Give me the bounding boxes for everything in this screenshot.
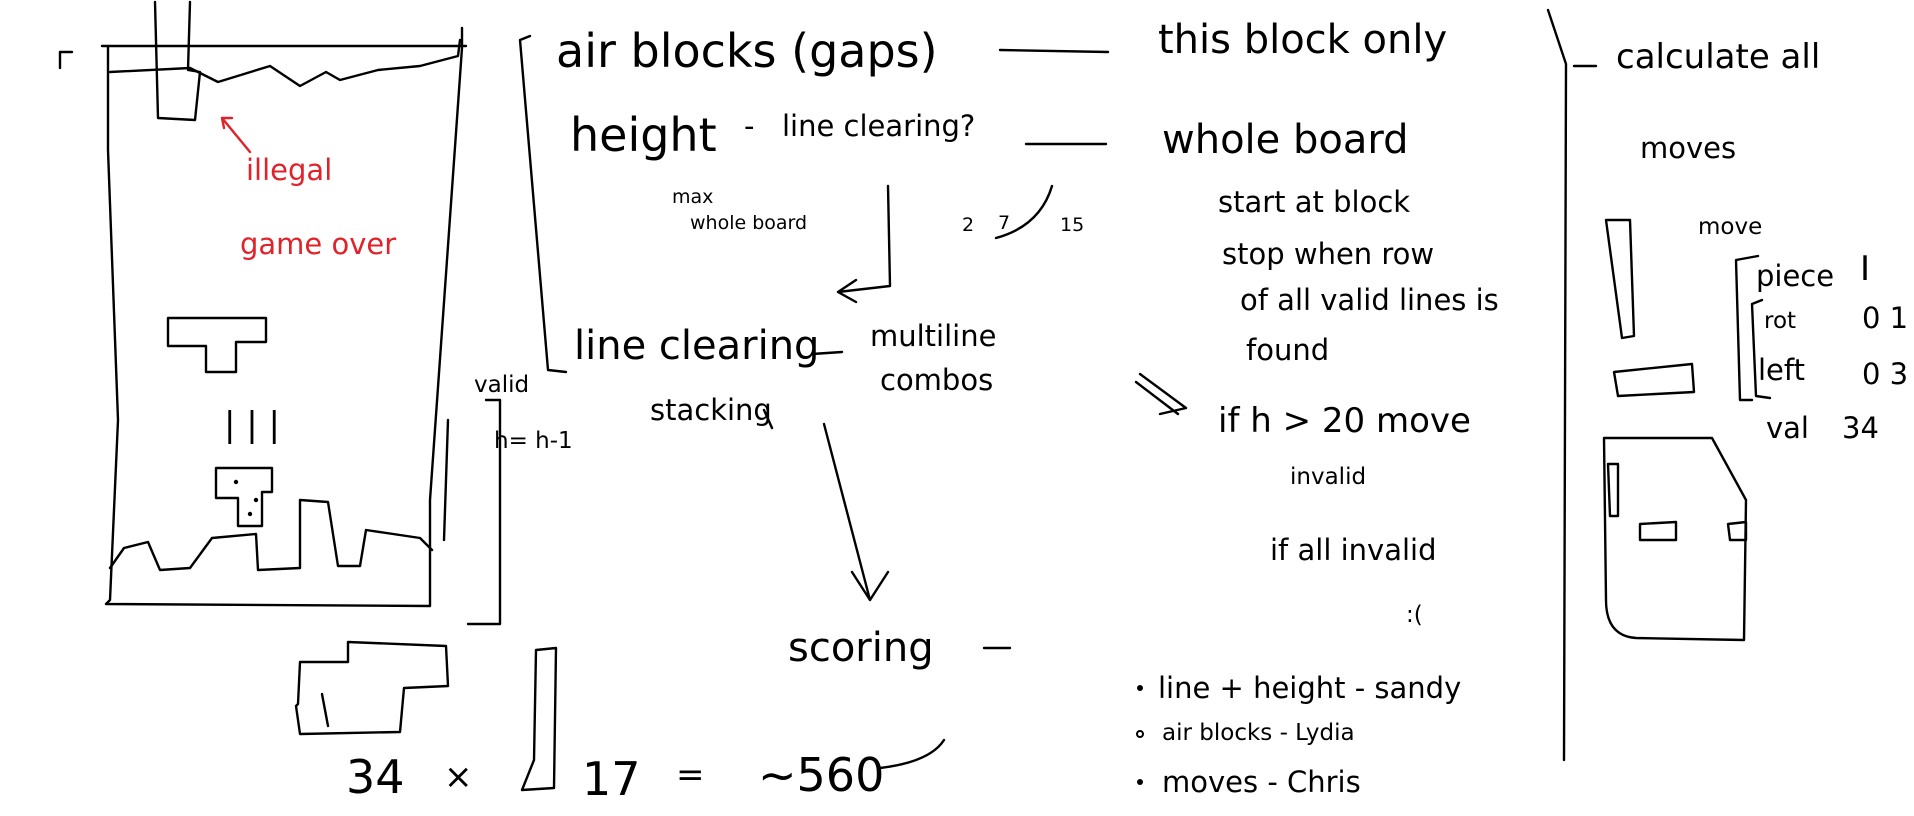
scale-2: 2 xyxy=(962,214,975,236)
score-result: ~560 xyxy=(758,748,885,802)
times-sign: × xyxy=(444,757,473,797)
piece-value: I xyxy=(1860,249,1871,289)
stacking-label: stacking xyxy=(650,393,772,427)
height-label: height xyxy=(570,108,717,162)
multiplicand-34: 34 xyxy=(346,750,405,804)
mini-board-bar xyxy=(1638,520,1678,542)
rot-values: 0 1 xyxy=(1862,301,1909,335)
move-label: move xyxy=(1698,214,1763,240)
game-over-label: game over xyxy=(240,227,397,261)
task-line-height: line + height - sandy xyxy=(1158,671,1462,705)
moves-label: moves xyxy=(1640,131,1737,165)
bottom-stack xyxy=(108,498,434,572)
mini-board-i-vertical xyxy=(1606,462,1620,518)
arrow-to-line-clearing xyxy=(836,184,892,304)
left-values: 0 3 xyxy=(1862,357,1909,391)
task-moves: moves - Chris xyxy=(1162,765,1361,799)
bullet-2 xyxy=(1136,730,1144,738)
combos-label: combos xyxy=(880,363,994,397)
rot-left-bracket xyxy=(1750,298,1772,400)
piece-label: piece xyxy=(1756,259,1835,293)
max-label: max xyxy=(672,186,714,208)
illegal-piece xyxy=(153,0,202,122)
scale-7: 7 xyxy=(998,212,1011,234)
tetris-board-outline xyxy=(58,26,464,608)
of-all-valid-label: of all valid lines is xyxy=(1240,283,1499,317)
dot-2 xyxy=(253,497,259,503)
arrow-to-illegal xyxy=(220,116,252,154)
dot-1 xyxy=(233,479,239,485)
whole-board-small-label: whole board xyxy=(690,212,808,234)
stop-when-row-label: stop when row xyxy=(1222,237,1435,271)
if-h-20-label: if h > 20 move xyxy=(1218,401,1471,441)
dotted-t-piece xyxy=(214,466,274,528)
rot-label: rot xyxy=(1764,308,1797,334)
val-number: 34 xyxy=(1842,411,1879,445)
bars-mark: | | | xyxy=(224,405,280,445)
found-label: found xyxy=(1246,333,1330,367)
arrow-to-scoring xyxy=(822,422,890,602)
dot-3 xyxy=(247,511,253,517)
sad-face: :( xyxy=(1406,602,1423,628)
air-blocks-label: air blocks (gaps) xyxy=(556,24,938,78)
jagged-stack-line xyxy=(108,38,462,88)
i-piece xyxy=(520,646,558,792)
bullet-1 xyxy=(1137,685,1143,691)
bullet-3 xyxy=(1137,779,1143,785)
left-label: left xyxy=(1758,353,1805,387)
h-update-label: h= h-1 xyxy=(494,428,573,454)
valid-bracket xyxy=(466,398,502,626)
mini-board-edge-tick xyxy=(1726,520,1748,542)
line-clearing-label: line clearing xyxy=(574,323,820,369)
h-decrement-bracket xyxy=(442,418,450,542)
invalid-label: invalid xyxy=(1290,464,1367,490)
height-dash: - xyxy=(744,109,755,143)
if-all-invalid-label: if all invalid xyxy=(1270,533,1437,567)
stacking-tick xyxy=(762,408,774,430)
s-piece xyxy=(294,640,450,736)
scale-15: 15 xyxy=(1060,214,1085,236)
horizontal-i-piece xyxy=(1612,362,1696,398)
result-dash xyxy=(878,738,946,770)
right-divider xyxy=(1546,8,1568,762)
val-label: val xyxy=(1766,411,1809,445)
move-bracket xyxy=(1734,254,1760,402)
vertical-i-piece xyxy=(1604,218,1636,340)
calculate-all-label: calculate all xyxy=(1616,37,1821,77)
curved-arrow-scale xyxy=(994,184,1054,240)
scoring-label: scoring xyxy=(788,625,934,671)
start-at-block-label: start at block xyxy=(1218,185,1411,219)
equals-sign: = xyxy=(676,755,705,795)
whole-board-label: whole board xyxy=(1162,117,1409,163)
line-clearing-question: line clearing? xyxy=(782,109,976,143)
multiplier-17: 17 xyxy=(582,752,641,806)
middle-bracket xyxy=(518,34,568,374)
t-piece-outline xyxy=(166,316,268,374)
valid-label: valid xyxy=(474,372,530,398)
dash-3 xyxy=(810,350,844,356)
multiline-label: multiline xyxy=(870,319,997,353)
dash-1 xyxy=(998,48,1110,54)
illegal-label: illegal xyxy=(246,153,333,187)
mini-board xyxy=(1602,436,1748,642)
task-air-blocks: air blocks - Lydia xyxy=(1162,720,1355,746)
double-arrow xyxy=(1134,372,1188,416)
this-block-only-label: this block only xyxy=(1158,17,1448,63)
